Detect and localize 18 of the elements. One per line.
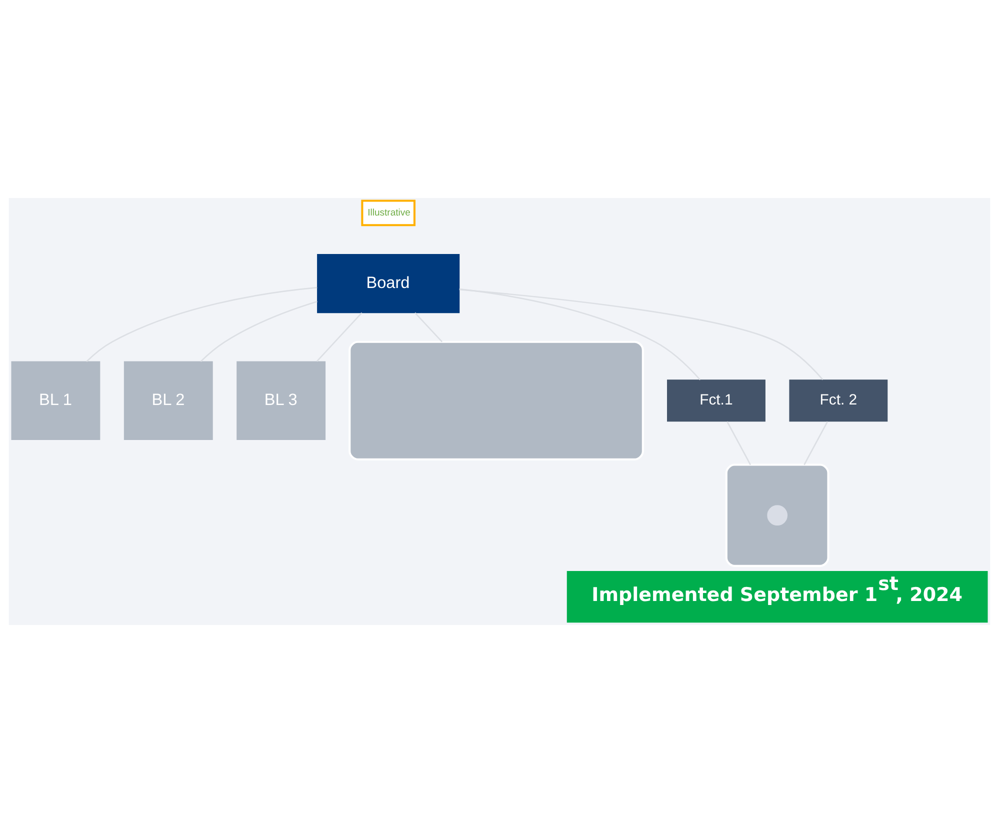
node-box: BL 2 <box>124 360 213 440</box>
connector <box>200 300 318 362</box>
node-box: Fct. 2 <box>789 379 888 422</box>
connector <box>414 312 443 342</box>
node-box: Illustrative <box>361 199 416 226</box>
connector <box>726 420 752 465</box>
connector <box>804 420 828 465</box>
connector <box>86 286 318 362</box>
connector <box>459 288 701 380</box>
node-circle <box>767 504 788 526</box>
cluster <box>725 463 830 566</box>
connector <box>459 288 824 380</box>
node-box: BL 1 <box>11 360 100 440</box>
node-box <box>348 340 644 460</box>
node-box: Fct.1 <box>667 379 766 422</box>
node-box: Board <box>317 254 460 313</box>
connector <box>316 312 362 362</box>
node-box: BL 3 <box>236 360 326 440</box>
